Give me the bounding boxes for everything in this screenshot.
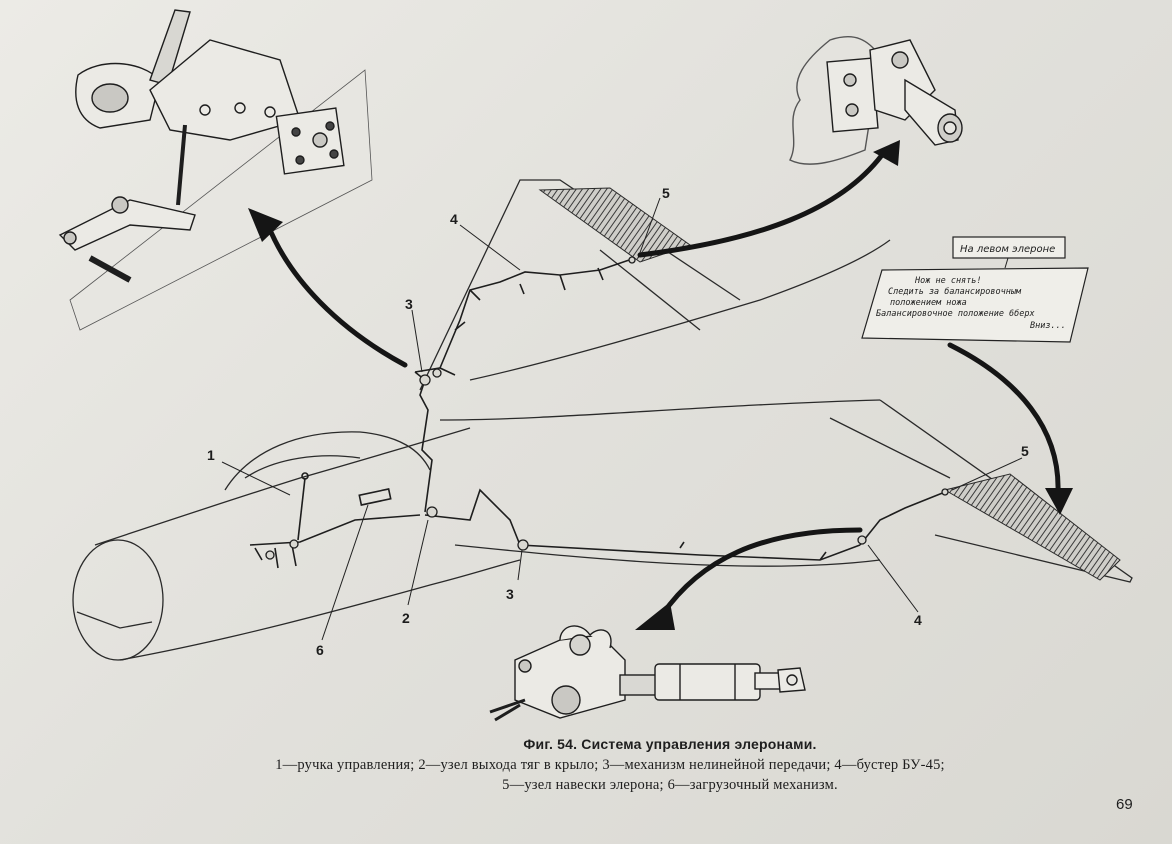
figure-legend-line-2: 5—узел навески элерона; 6—загрузочный ме… xyxy=(502,777,838,793)
callout-3-upper: 3 xyxy=(405,296,413,312)
placard-line-3: положением ножа xyxy=(890,298,967,308)
detail-aileron-hinge xyxy=(789,36,963,165)
placard-line-4: Балансировочное положение 6берх xyxy=(876,308,1036,319)
detail-booster xyxy=(489,625,806,722)
placard-header-box xyxy=(952,236,1066,259)
placard-line-5: Вниз... xyxy=(1030,321,1066,331)
detail-nonlinear-mechanism xyxy=(58,9,373,331)
linkage-joints xyxy=(265,256,949,560)
airframe-outline xyxy=(72,179,1133,661)
page-number: 69 xyxy=(1116,796,1133,813)
callout-5-lower: 5 xyxy=(1021,443,1029,459)
callout-5-upper: 5 xyxy=(662,185,670,201)
callout-1: 1 xyxy=(207,447,215,463)
callout-2: 2 xyxy=(402,610,410,626)
callout-4-lower: 4 xyxy=(914,612,922,628)
figure-title: Фиг. 54. Система управления элеронами. xyxy=(523,736,817,752)
lower-aileron xyxy=(943,473,1121,581)
placard-heading: На левом элероне xyxy=(960,244,1055,255)
pointer-arrowheads xyxy=(248,140,1073,630)
callout-4-upper: 4 xyxy=(450,211,458,227)
warning-placard: На левом элероне Нож не снять! Следить з… xyxy=(861,236,1089,343)
placard-line-1: Нож не снять! xyxy=(914,276,982,286)
callout-6: 6 xyxy=(316,642,324,658)
callout-3-lower: 3 xyxy=(506,586,514,602)
placard-line-2: Следить за балансировочным xyxy=(888,286,1022,297)
figure-legend-line-1: 1—ручка управления; 2—узел выхода тяг в … xyxy=(275,757,945,773)
leader-lines xyxy=(221,197,1023,641)
control-rods xyxy=(249,257,946,569)
pointer-arrows xyxy=(265,152,1061,618)
placard-body-box xyxy=(861,267,1089,343)
